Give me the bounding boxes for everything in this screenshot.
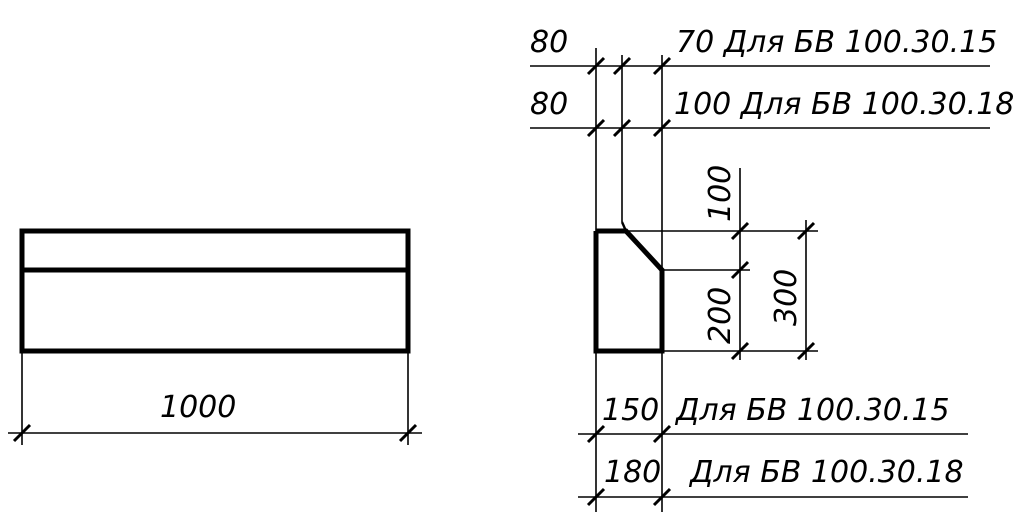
height-tick-a <box>730 221 750 241</box>
top-tick-1c <box>652 56 672 76</box>
side-chamfer-lead <box>620 221 628 232</box>
top-tick-2a <box>586 118 606 138</box>
side-view: 80 70 Для БВ 100.30.15 80 100 Для БВ 100… <box>530 25 1014 512</box>
top-tick-1b <box>612 56 632 76</box>
base-width-label-1: 150 <box>602 393 659 428</box>
top-tick-1a <box>586 56 606 76</box>
base-tick-2a <box>586 487 606 507</box>
top-tick-2b <box>612 118 632 138</box>
base-tick-1a <box>586 424 606 444</box>
base-tick-1b <box>652 424 672 444</box>
front-length-label: 1000 <box>160 390 236 425</box>
height-tick-e <box>796 341 816 361</box>
height-total-label: 300 <box>769 269 804 326</box>
base-width-label-2: 180 <box>604 455 661 490</box>
height-upper-label: 100 <box>703 165 738 222</box>
top-dim-left-label-1: 80 <box>530 25 568 60</box>
top-dim-label-2: 100 Для БВ 100.30.18 <box>674 87 1014 122</box>
height-lower-label: 200 <box>703 287 738 344</box>
height-tick-d <box>796 221 816 241</box>
height-tick-b <box>730 260 750 280</box>
side-section-outline <box>593 228 665 354</box>
front-outline <box>19 228 411 354</box>
base-label-1: Для БВ 100.30.15 <box>674 393 950 428</box>
top-dim-label-1: 70 Для БВ 100.30.15 <box>676 25 997 60</box>
height-tick-c <box>730 341 750 361</box>
front-view: 1000 <box>8 228 422 445</box>
front-dim-tick-left <box>12 423 32 443</box>
base-label-2: Для БВ 100.30.18 <box>688 455 964 490</box>
top-dim-left-label-2: 80 <box>530 87 568 122</box>
base-tick-2b <box>652 487 672 507</box>
front-dim-tick-right <box>398 423 418 443</box>
top-tick-2c <box>652 118 672 138</box>
